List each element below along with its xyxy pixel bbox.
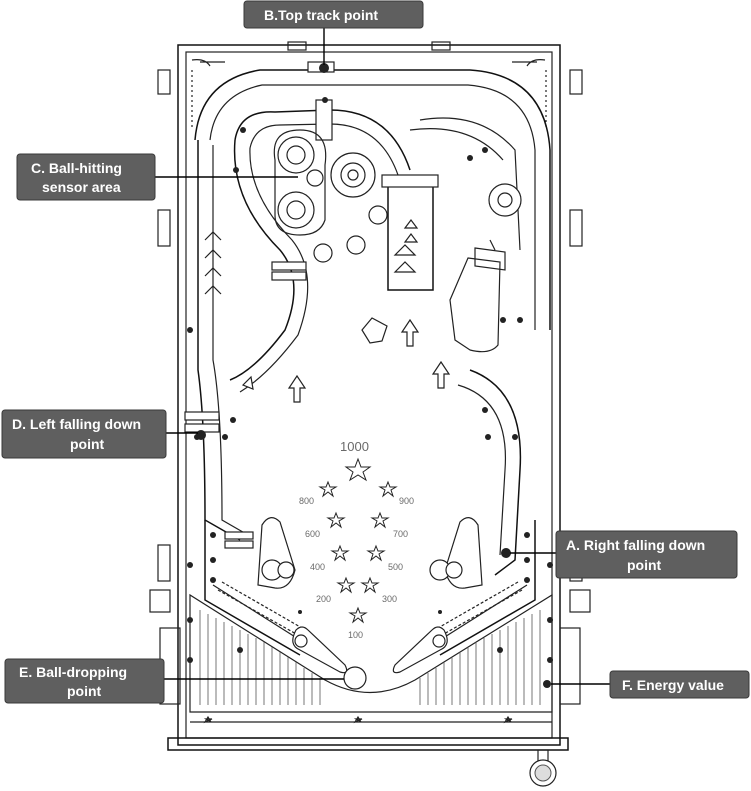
callout-ball-dropping-point: E. Ball-dropping point <box>4 658 165 704</box>
svg-text:B.Top track point: B.Top track point <box>264 7 378 23</box>
ball-drop-point <box>343 666 367 690</box>
svg-text:point: point <box>627 557 662 573</box>
score-500: 500 <box>388 562 403 572</box>
cabinet-frame <box>149 41 591 787</box>
star-lights <box>318 457 398 624</box>
key-points <box>196 63 551 690</box>
top-track-point <box>319 63 329 73</box>
callout-right-falling-point: A. Right falling down point <box>555 530 738 579</box>
bumpers <box>273 129 522 344</box>
callout-ball-hitting-sensor: C. Ball-hitting sensor area <box>16 153 156 201</box>
score-700: 700 <box>393 529 408 539</box>
callout-energy-value: F. Energy value <box>609 670 750 699</box>
callout-left-falling-point: D. Left falling down point <box>1 409 167 459</box>
score-400: 400 <box>310 562 325 572</box>
svg-text:point: point <box>70 436 105 452</box>
score-600: 600 <box>305 529 320 539</box>
svg-text:sensor area: sensor area <box>42 179 121 195</box>
score-300: 300 <box>382 594 397 604</box>
bottom-apron <box>189 593 553 724</box>
score-900: 900 <box>399 496 414 506</box>
slingshots <box>257 517 483 589</box>
score-200: 200 <box>316 594 331 604</box>
svg-text:point: point <box>67 683 102 699</box>
right-fall-point <box>501 548 511 558</box>
ramps <box>184 61 551 576</box>
callout-top-track: B.Top track point <box>243 0 424 29</box>
svg-text:A. Right falling down: A. Right falling down <box>566 537 705 553</box>
posts <box>187 97 553 663</box>
leader-lines <box>155 27 610 685</box>
left-fall-point <box>196 430 206 440</box>
svg-text:C. Ball-hitting: C. Ball-hitting <box>31 160 122 176</box>
guide-arrows <box>241 318 451 403</box>
score-100: 100 <box>348 630 363 640</box>
score-1000: 1000 <box>340 439 369 454</box>
flippers <box>292 626 448 674</box>
playfield-outline <box>204 520 536 656</box>
score-values: 1000 800 600 400 200 900 700 500 300 100 <box>299 439 414 640</box>
svg-text:D. Left falling down: D. Left falling down <box>12 416 141 432</box>
energy-point <box>543 680 551 688</box>
svg-text:E. Ball-dropping: E. Ball-dropping <box>19 664 127 680</box>
score-800: 800 <box>299 496 314 506</box>
svg-text:F. Energy value: F. Energy value <box>622 677 724 693</box>
